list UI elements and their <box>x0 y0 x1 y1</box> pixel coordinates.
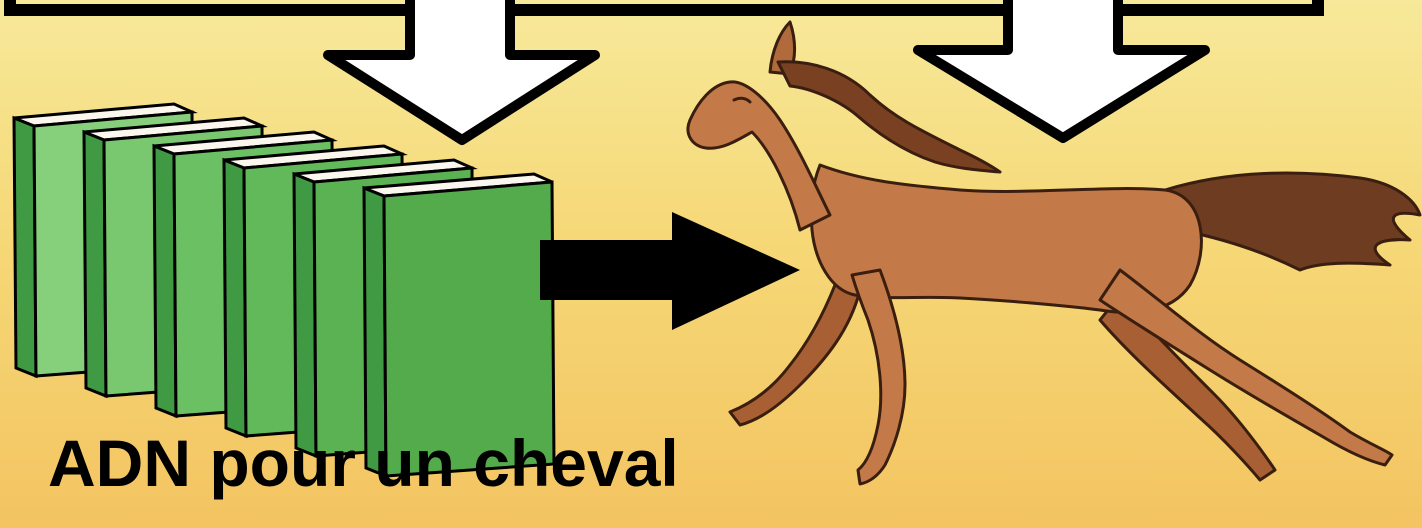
down-arrow-icon <box>328 0 595 140</box>
horse-head-neck <box>688 82 830 230</box>
book-spine <box>154 146 176 416</box>
horse-tail <box>1165 173 1420 270</box>
diagram-caption: ADN pour un cheval <box>48 430 679 496</box>
down-arrow-icon <box>918 0 1205 138</box>
book-spine <box>224 160 246 436</box>
book-spine <box>84 132 106 396</box>
book-spine <box>294 174 316 456</box>
book-spine <box>14 118 36 376</box>
book-stack <box>14 104 554 476</box>
horse-near-fore-leg <box>852 270 905 484</box>
right-arrow-icon <box>540 212 800 330</box>
horse-far-fore-leg <box>730 285 860 425</box>
